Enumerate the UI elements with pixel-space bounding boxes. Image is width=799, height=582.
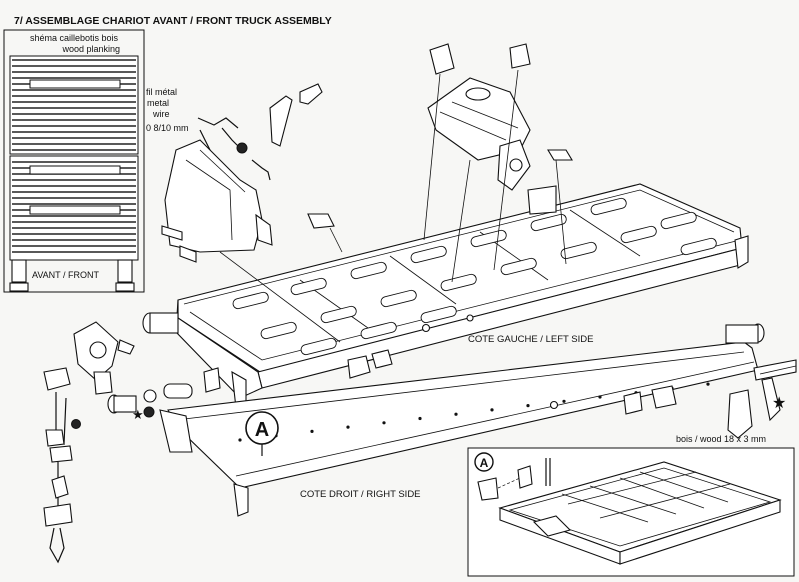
truck-top-blocks [429, 43, 573, 215]
wood-strip-label: bois / wood 18 x 3 mm [676, 434, 766, 444]
deck-opening [380, 289, 417, 308]
deck-opening [420, 305, 457, 324]
deck-opening [360, 321, 397, 340]
buffer-parts: ★ [107, 383, 193, 422]
rivet [382, 421, 386, 425]
deck-opening [350, 261, 387, 280]
deck-opening [530, 213, 567, 232]
plank-slot [29, 165, 121, 175]
planking-top-panel [9, 55, 139, 155]
planking-inset: shéma caillebotis bois wood planking AVA… [3, 29, 145, 293]
left-side-label: COTE GAUCHE / LEFT SIDE [468, 334, 593, 345]
callout-a-letter: A [255, 419, 269, 441]
rivet [598, 395, 602, 399]
wire-note-line4: 0 8/10 mm [146, 123, 189, 133]
diagram-title: 7/ ASSEMBLAGE CHARIOT AVANT / FRONT TRUC… [14, 15, 332, 27]
deck-opening [290, 277, 327, 296]
rivet [526, 404, 530, 408]
wire-note-line1: fil métal [146, 87, 177, 97]
rivet [238, 438, 242, 442]
rivet [706, 382, 710, 386]
rivet [418, 416, 422, 421]
callout-a: A [245, 411, 279, 456]
wire-note-line3: wire [152, 109, 170, 119]
buffer [142, 312, 179, 334]
deck-opening [320, 305, 357, 324]
rivet [490, 408, 494, 412]
rivet [454, 412, 458, 416]
star-marker-2: ★ [132, 407, 144, 422]
plank-slot [29, 205, 121, 215]
deck-opening [440, 273, 477, 292]
brake-rigging [43, 367, 221, 564]
rivet [310, 429, 314, 433]
star-marker: ★ [772, 395, 786, 412]
planking-label-en: wood planking [61, 44, 120, 54]
deck-opening [560, 241, 597, 260]
deck-opening [232, 291, 269, 310]
plank-lines [12, 59, 136, 253]
deck-opening [500, 257, 537, 276]
side-step-pieces [269, 83, 335, 229]
deck-opening [470, 229, 507, 248]
planking-feet [9, 259, 135, 292]
deck-opening [590, 197, 627, 216]
truck-bolster [427, 77, 531, 191]
step-brackets [347, 349, 781, 439]
right-side-rail [159, 341, 759, 517]
assembly-guide-lines [219, 69, 567, 343]
right-side-label: COTE DROIT / RIGHT SIDE [300, 489, 421, 500]
planking-label-fr: shéma caillebotis bois [30, 33, 119, 43]
deck-opening [620, 225, 657, 244]
brake-frame [161, 139, 273, 263]
rivet [562, 399, 566, 403]
deck-opening [410, 245, 447, 264]
wire-note: fil métal metal wire 0 8/10 mm [146, 87, 189, 133]
deck-opening [300, 337, 337, 356]
wood-strip [753, 359, 797, 381]
deck-openings [232, 197, 717, 356]
coupler-assembly [73, 321, 135, 395]
detail-a-letter: A [480, 456, 489, 470]
detail-a-box: A [467, 447, 795, 577]
deck-opening [260, 321, 297, 340]
deck-opening [660, 211, 697, 230]
right-buffer [725, 323, 765, 344]
rivet [346, 425, 350, 429]
wire-note-line2: metal [147, 98, 169, 108]
marker-dot [236, 142, 248, 154]
deck-opening [680, 237, 717, 256]
plank-slot [29, 79, 121, 89]
planking-caption: AVANT / FRONT [32, 270, 100, 280]
